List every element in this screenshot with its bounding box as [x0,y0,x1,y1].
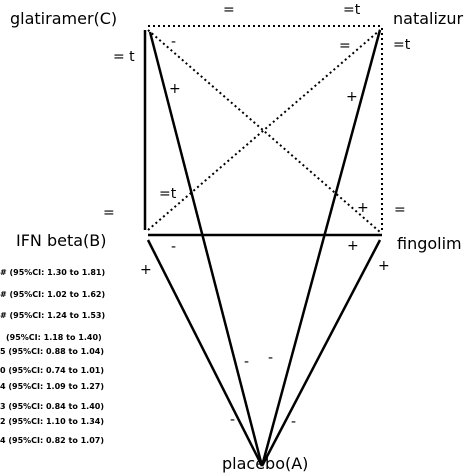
sign-glatiramer-plus: + [169,81,181,97]
sign-natalizumab-plus: + [346,89,358,105]
sign-glatiramer-dash: - [171,34,176,50]
edge-ifn-natalizumab [147,29,381,231]
sign-placebo-dash-4: - [291,414,296,430]
sign-ifn-left-eq: = [103,205,115,221]
sign-placebo-dash-3: - [230,412,235,428]
edge-ifn-placebo [146,239,264,467]
sign-fingolimod-placebo-plus: + [378,258,390,274]
ci-row: 0 (95%CI: 0.74 to 1.01) [0,366,104,375]
sign-fingolimod-right-eq: = [394,202,406,218]
edge-natalizumab-placebo [260,29,382,467]
ci-row: # (95%CI: 1.02 to 1.62) [0,290,105,299]
sign-natalizumab-right: =t [393,37,411,53]
ci-row: # (95%CI: 1.30 to 1.81) [0,268,105,277]
sign-ifn-placebo-plus: + [140,262,152,278]
sign-fingolimod-plus-lower: + [347,238,359,254]
edge-glatiramer-placebo [148,31,264,467]
sign-top-center: = [223,2,235,18]
node-fingolimod: fingolim [397,234,462,253]
ci-row: 2 (95%CI: 1.10 to 1.34) [0,417,104,426]
ci-row: 3 (95%CI: 0.84 to 1.40) [0,402,104,411]
node-ifn-beta: IFN beta(B) [16,231,107,250]
edge-fingolimod-placebo [260,239,382,467]
sign-fingolimod-plus-upper: + [357,200,369,216]
ci-row: (95%CI: 1.18 to 1.40) [6,333,102,342]
node-glatiramer: glatiramer(C) [10,9,117,28]
ci-row: 5 (95%CI: 0.88 to 1.04) [0,347,104,356]
ci-row: 4 (95%CI: 0.82 to 1.07) [0,436,104,445]
sign-ifn-bottom-dash: - [171,239,176,255]
ci-row: # (95%CI: 1.24 to 1.53) [0,311,105,320]
sign-top-right: =t [343,2,361,18]
ci-row: 4 (95%CI: 1.09 to 1.27) [0,382,104,391]
sign-placebo-dash-2: - [268,350,273,366]
sign-placebo-dash-1: - [244,354,249,370]
node-placebo: placebo(A) [222,454,308,473]
sign-natalizumab-equals: = [339,38,351,54]
edge-glatiramer-fingolimod [147,29,381,233]
sign-ifn-diag-t: =t [159,186,177,202]
sign-glatiramer-left: = t [113,49,135,65]
node-natalizumab: natalizur [393,9,463,28]
